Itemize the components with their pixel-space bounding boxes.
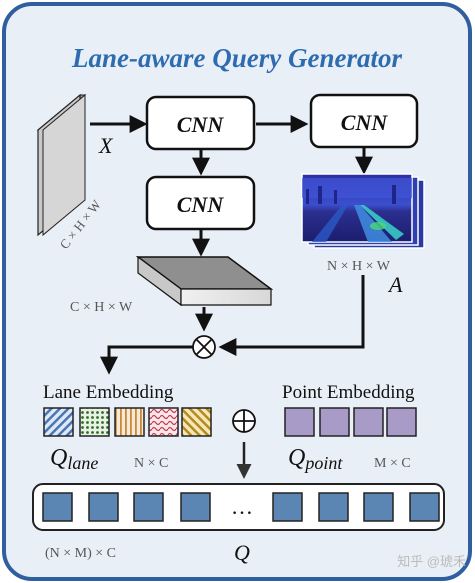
lane-cell-5 (181, 407, 212, 437)
attention-maps (301, 173, 425, 249)
q-point-main: Q (288, 445, 305, 471)
q-point-dims: M × C (374, 456, 411, 471)
query-ellipsis: … (231, 494, 253, 519)
query-cell (133, 492, 164, 522)
query-cell (42, 492, 73, 522)
point-embedding-cells (284, 407, 417, 437)
input-tensor (36, 93, 87, 237)
q-lane-label: Qlane (50, 445, 98, 473)
multiply-operator (192, 335, 216, 359)
arrow-multiply-to-lane-embedding (100, 345, 193, 375)
q-point-label: Qpoint (288, 445, 343, 473)
diagram-title: Lane-aware Query Generator (71, 43, 402, 73)
cnn-label-1: CNN (177, 112, 225, 137)
query-cell (88, 492, 119, 522)
query-dims: (N × M) × C (45, 546, 116, 561)
query-cell (180, 492, 211, 522)
lane-embedding-cells (43, 407, 212, 437)
cnn-label-2: CNN (177, 192, 225, 217)
feature-dims-label: C × H × W (70, 300, 133, 315)
point-embedding-label: Point Embedding (282, 382, 415, 403)
point-cell-3 (353, 407, 384, 437)
query-cells (42, 492, 440, 522)
query-cell (272, 492, 303, 522)
feature-map-slab (135, 255, 274, 307)
point-cell-1 (284, 407, 315, 437)
arrow-attention-to-multiply (218, 275, 365, 356)
cnn-block-2: CNN (145, 175, 256, 231)
cnn-block-3: CNN (309, 93, 419, 149)
cnn-label-3: CNN (341, 110, 389, 135)
add-operator (232, 409, 256, 433)
attention-dims-label: N × H × W (327, 259, 391, 274)
point-cell-4 (386, 407, 417, 437)
lane-cell-4 (148, 407, 179, 437)
query-cell (363, 492, 394, 522)
q-lane-main: Q (50, 445, 67, 471)
lane-embedding-label: Lane Embedding (43, 382, 174, 403)
point-cell-2 (319, 407, 350, 437)
cnn-block-1: CNN (145, 95, 256, 151)
lane-cell-3 (114, 407, 145, 437)
query-cell (318, 492, 349, 522)
watermark: 知乎 @琥禾 (397, 554, 466, 569)
lane-cell-2 (79, 407, 110, 437)
attention-map-front (301, 173, 413, 243)
q-lane-dims: N × C (134, 456, 168, 471)
q-point-sub: point (303, 453, 343, 473)
query-cell (409, 492, 440, 522)
lane-cell-1 (43, 407, 74, 437)
q-lane-sub: lane (67, 453, 98, 473)
x-label: X (98, 133, 114, 158)
q-label: Q (234, 540, 250, 565)
a-label: A (387, 272, 403, 297)
